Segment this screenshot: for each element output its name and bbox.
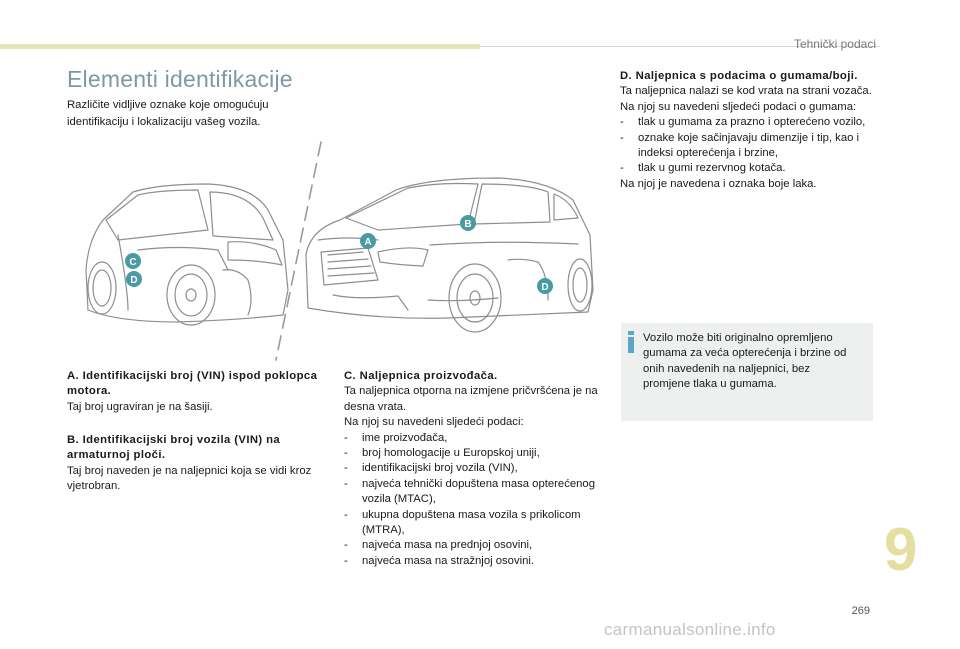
marker-d-front: D: [537, 278, 553, 294]
section-d: D. Naljepnica s podacima o gumama/boji. …: [620, 69, 882, 192]
car-illustration: A B C D D: [85, 141, 594, 361]
marker-d-front-label: D: [541, 282, 548, 293]
section-label: Tehnički podaci: [793, 37, 876, 51]
rear-car-outline: [85, 183, 289, 323]
list-item: ime proizvođača,: [344, 431, 604, 447]
header-rule: [480, 46, 880, 47]
section-b-heading: B. Identifikacijski broj vozila (VIN) na…: [67, 434, 281, 462]
page-title: Elementi identifikacije: [67, 66, 293, 92]
list-item: najveća tehnički dopuštena masa optereće…: [344, 477, 604, 508]
section-a-text: Taj broj ugraviran je na šasiji.: [67, 400, 213, 413]
front-car-outline: [305, 177, 594, 319]
list-item: tlak u gumi rezervnog kotača.: [620, 161, 882, 177]
rear-car-wheels: [87, 261, 216, 326]
section-d-heading: D. Naljepnica s podacima o gumama/boji.: [620, 70, 858, 82]
section-a: A. Identifikacijski broj (VIN) ispod pok…: [67, 369, 329, 415]
section-c-heading: C. Naljepnica proizvođača.: [344, 370, 498, 382]
info-text: Vozilo može biti originalno opremljeno g…: [643, 332, 847, 391]
section-a-heading: A. Identifikacijski broj (VIN) ispod pok…: [67, 370, 318, 398]
section-b: B. Identifikacijski broj vozila (VIN) na…: [67, 433, 329, 495]
list-item: najveća masa na stražnjoj osovini.: [344, 554, 604, 570]
list-item: ukupna dopuštena masa vozila s prikolico…: [344, 508, 604, 539]
header-accent-bar: [0, 44, 480, 49]
info-box: Vozilo može biti originalno opremljeno g…: [621, 323, 873, 421]
section-d-paint-note: Na njoj je navedena i oznaka boje laka.: [620, 177, 817, 190]
section-d-text: Ta naljepnica nalazi se kod vrata na str…: [620, 85, 872, 98]
list-item: tlak u gumama za prazno i opterećeno voz…: [620, 115, 882, 131]
marker-b-label: B: [464, 219, 471, 230]
marker-c: C: [125, 253, 141, 269]
intro-text: Različite vidljive oznake koje omogućuju…: [67, 99, 269, 128]
section-d-list-intro: Na njoj su navedeni sljedeći podaci o gu…: [620, 100, 857, 113]
front-car-wheels: [448, 258, 593, 333]
list-item: najveća masa na prednjoj osovini,: [344, 538, 604, 554]
section-c-text: Ta naljepnica otporna na izmjene pričvrš…: [344, 385, 598, 413]
list-item: broj homologacije u Europskoj uniji,: [344, 446, 604, 462]
marker-a-label: A: [364, 237, 371, 248]
chapter-number: 9: [884, 516, 918, 583]
section-d-list: tlak u gumama za prazno i opterećeno voz…: [620, 115, 882, 177]
marker-c-label: C: [129, 257, 136, 268]
watermark: carmanualsonline.info: [604, 620, 776, 639]
marker-d-rear-label: D: [130, 275, 137, 286]
marker-b: B: [460, 215, 476, 231]
marker-d-rear: D: [126, 271, 142, 287]
section-c: C. Naljepnica proizvođača. Ta naljepnica…: [344, 369, 604, 570]
info-icon: [627, 331, 636, 353]
list-item: identifikacijski broj vozila (VIN),: [344, 461, 604, 477]
section-c-list-intro: Na njoj su navedeni sljedeći podaci:: [344, 416, 524, 429]
page-number: 269: [851, 605, 870, 617]
marker-a: A: [360, 233, 376, 249]
section-b-text: Taj broj naveden je na naljepnici koja s…: [67, 464, 312, 493]
list-item: oznake koje sačinjavaju dimenzije i tip,…: [620, 131, 882, 162]
section-c-list: ime proizvođača, broj homologacije u Eur…: [344, 431, 604, 570]
